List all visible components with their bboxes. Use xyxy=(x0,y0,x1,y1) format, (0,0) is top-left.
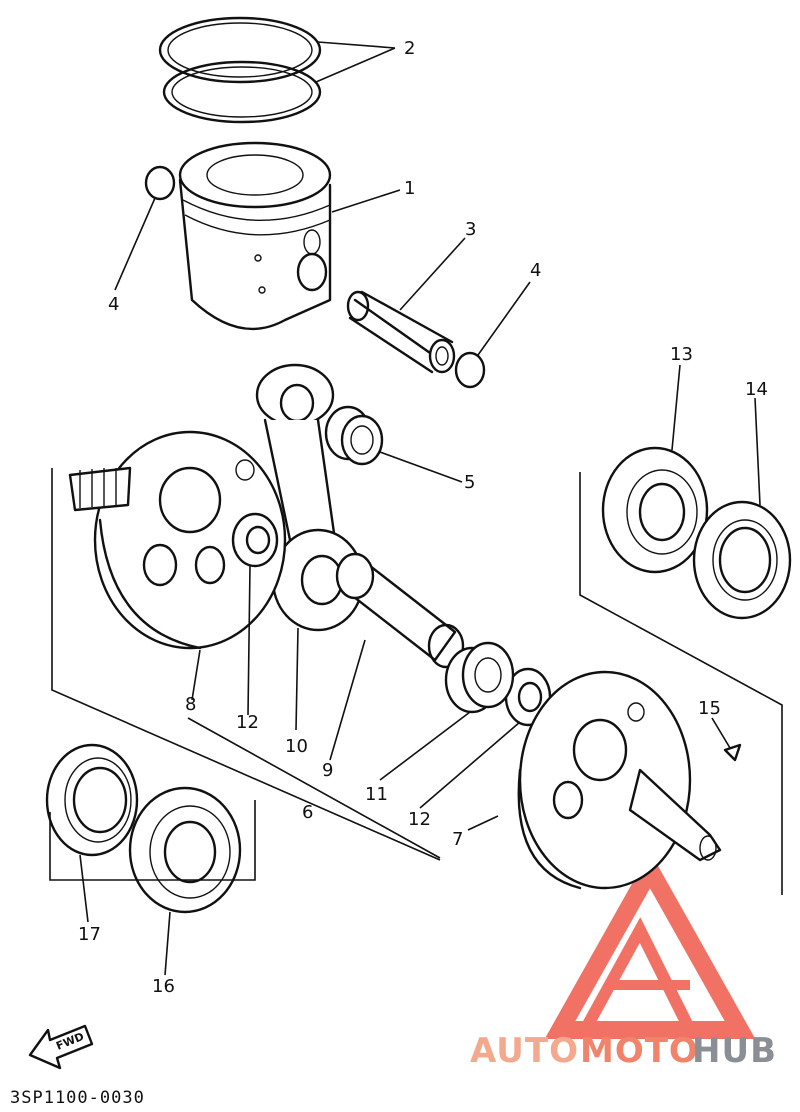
bearing-16 xyxy=(128,786,242,914)
callout-4-right: 4 xyxy=(530,260,541,281)
callout-7: 7 xyxy=(452,829,463,850)
fwd-arrow-icon: FWD xyxy=(28,1024,94,1070)
callout-2: 2 xyxy=(404,38,415,59)
circlip-left xyxy=(144,165,176,201)
piston-pin xyxy=(346,290,456,374)
watermark-auto: AUTO xyxy=(470,1031,579,1071)
callout-4-left: 4 xyxy=(108,294,119,315)
circlip-right xyxy=(454,351,486,389)
callout-5: 5 xyxy=(464,472,475,493)
crank-pin xyxy=(335,552,465,669)
callout-12-left: 12 xyxy=(236,712,259,733)
callouts: 1 2 3 4 4 5 6 7 8 9 10 11 12 12 13 14 15… xyxy=(78,38,768,997)
callout-6: 6 xyxy=(302,802,313,823)
crank-half-right xyxy=(517,670,722,890)
thrust-washer-left xyxy=(231,512,279,568)
callout-14: 14 xyxy=(745,379,768,400)
watermark-moto: MOTO xyxy=(580,1031,699,1071)
crank-half-left xyxy=(68,430,287,650)
group-brackets xyxy=(49,468,783,895)
watermark-hub: HUB xyxy=(692,1031,777,1071)
watermark-logo xyxy=(544,851,756,1039)
leader-lines xyxy=(79,41,761,976)
callout-10: 10 xyxy=(285,736,308,757)
callout-17: 17 xyxy=(78,924,101,945)
small-end-bearing xyxy=(324,405,384,466)
big-end-bearing xyxy=(444,641,515,714)
callout-15: 15 xyxy=(698,698,721,719)
callout-13: 13 xyxy=(670,344,693,365)
callout-12-right: 12 xyxy=(408,809,431,830)
connecting-rod xyxy=(255,363,365,632)
callout-16: 16 xyxy=(152,976,175,997)
callout-1: 1 xyxy=(404,178,415,199)
oil-seal-14 xyxy=(692,500,792,620)
piston xyxy=(178,141,332,331)
bearing-13 xyxy=(601,446,709,574)
callout-9: 9 xyxy=(322,760,333,781)
woodruff-key xyxy=(723,743,742,762)
oil-seal-17 xyxy=(45,743,139,857)
callout-11: 11 xyxy=(365,784,388,805)
callout-3: 3 xyxy=(465,219,476,240)
piston-rings xyxy=(158,16,322,124)
callout-8: 8 xyxy=(185,694,196,715)
diagram-code: 3SP1100-0030 xyxy=(10,1088,145,1108)
watermark-text: AUTO MOTO HUB xyxy=(470,1031,777,1071)
